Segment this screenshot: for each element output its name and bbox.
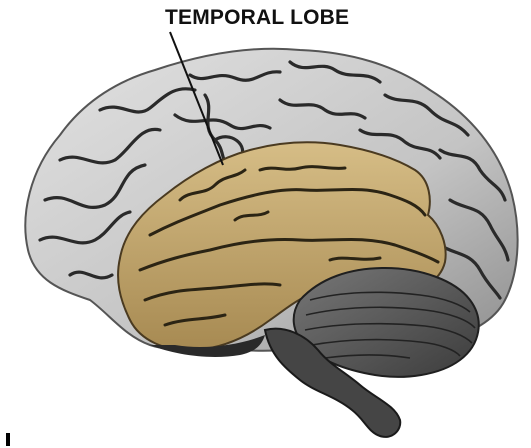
corner-mark xyxy=(6,433,10,446)
